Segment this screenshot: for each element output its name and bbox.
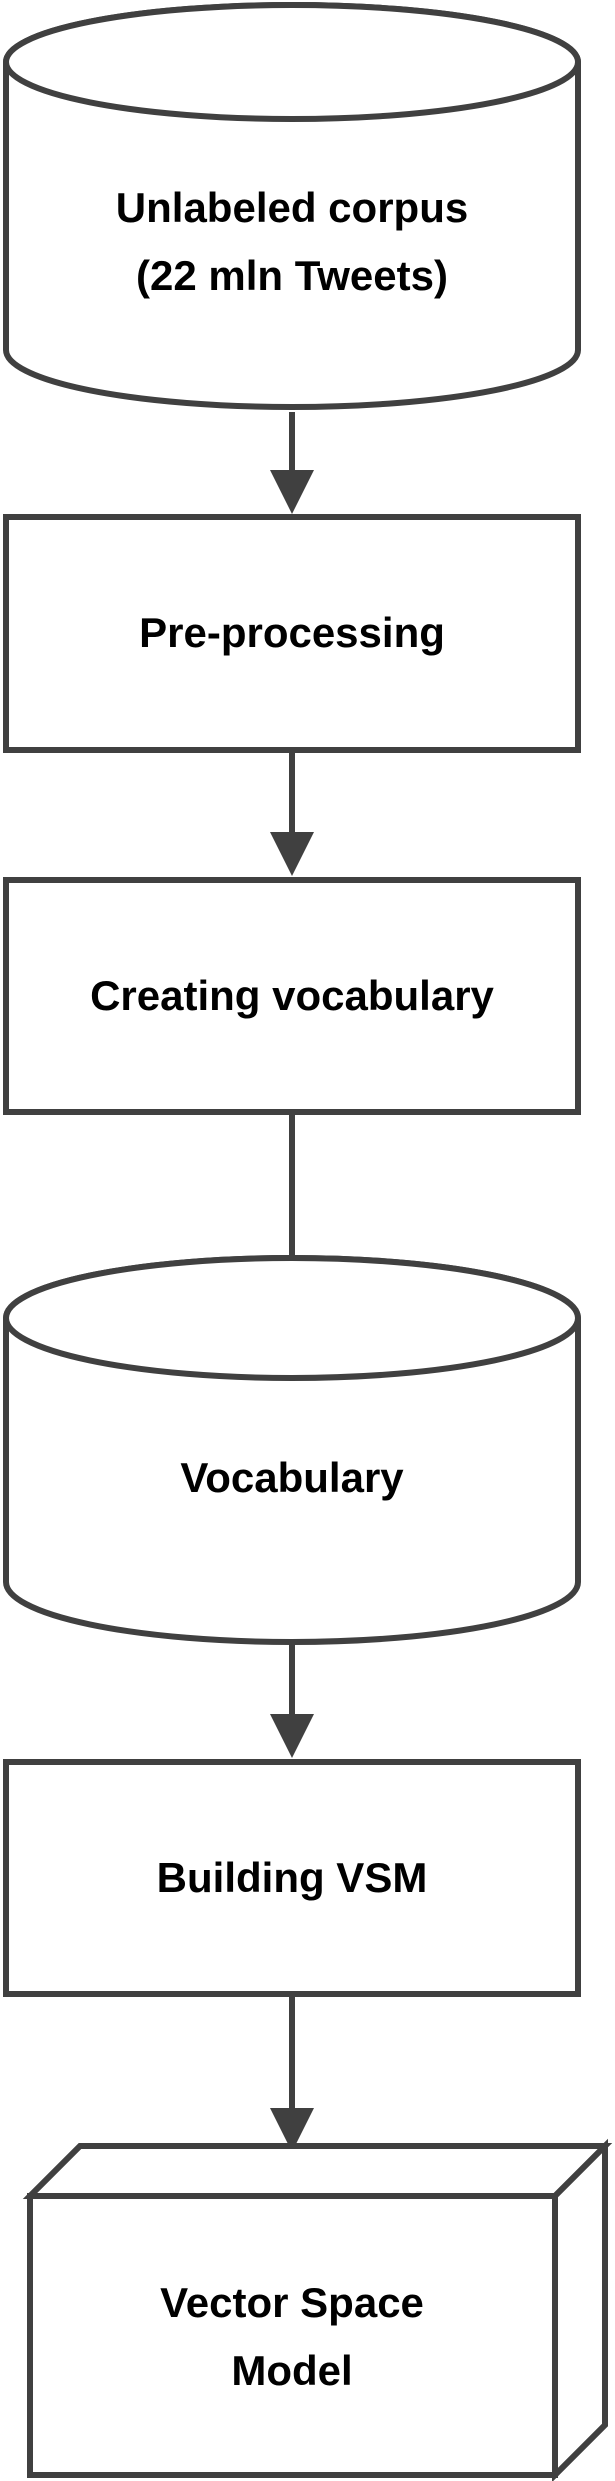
arrowhead	[270, 1714, 314, 1758]
cuboid-front-face	[27, 2193, 558, 2478]
node-label-line: Creating vocabulary	[90, 972, 494, 1019]
node-creating-vocabulary: Creating vocabulary	[3, 877, 581, 1115]
connector-corpus-to-preprocessing	[270, 412, 314, 514]
rectangle-shape	[3, 514, 581, 753]
node-label-line: Vector Space	[160, 2279, 424, 2326]
node-building-vsm: Building VSM	[3, 1759, 581, 1997]
cuboid-side-face	[552, 2138, 608, 2481]
cuboid-top-face	[22, 2143, 613, 2199]
node-vector-space-model: Vector Space Model	[22, 2138, 613, 2481]
cylinder-top	[2, 2, 582, 122]
node-label-line: (22 mln Tweets)	[136, 252, 448, 299]
node-label-line: Model	[231, 2347, 352, 2394]
node-label-line: Pre-processing	[139, 609, 445, 656]
node-label-line: Vocabulary	[180, 1454, 404, 1501]
connector-building-vsm-to-vector-space-model	[270, 1994, 314, 2152]
rectangle-shape	[3, 877, 581, 1115]
arrowhead	[270, 2108, 314, 2152]
arrowhead	[270, 470, 314, 514]
connector-preprocessing-to-creating-vocabulary	[270, 750, 314, 876]
rectangle-shape	[3, 1759, 581, 1997]
node-vocabulary: Vocabulary	[2, 1255, 582, 1645]
node-pre-processing: Pre-processing	[3, 514, 581, 753]
cylinder-top	[2, 1255, 582, 1381]
connector-vocabulary-to-building-vsm	[270, 1642, 314, 1758]
node-label-line: Building VSM	[157, 1854, 428, 1901]
arrowhead	[270, 832, 314, 876]
node-label-line: Unlabeled corpus	[116, 184, 468, 231]
node-unlabeled-corpus: Unlabeled corpus (22 mln Tweets)	[2, 2, 582, 410]
